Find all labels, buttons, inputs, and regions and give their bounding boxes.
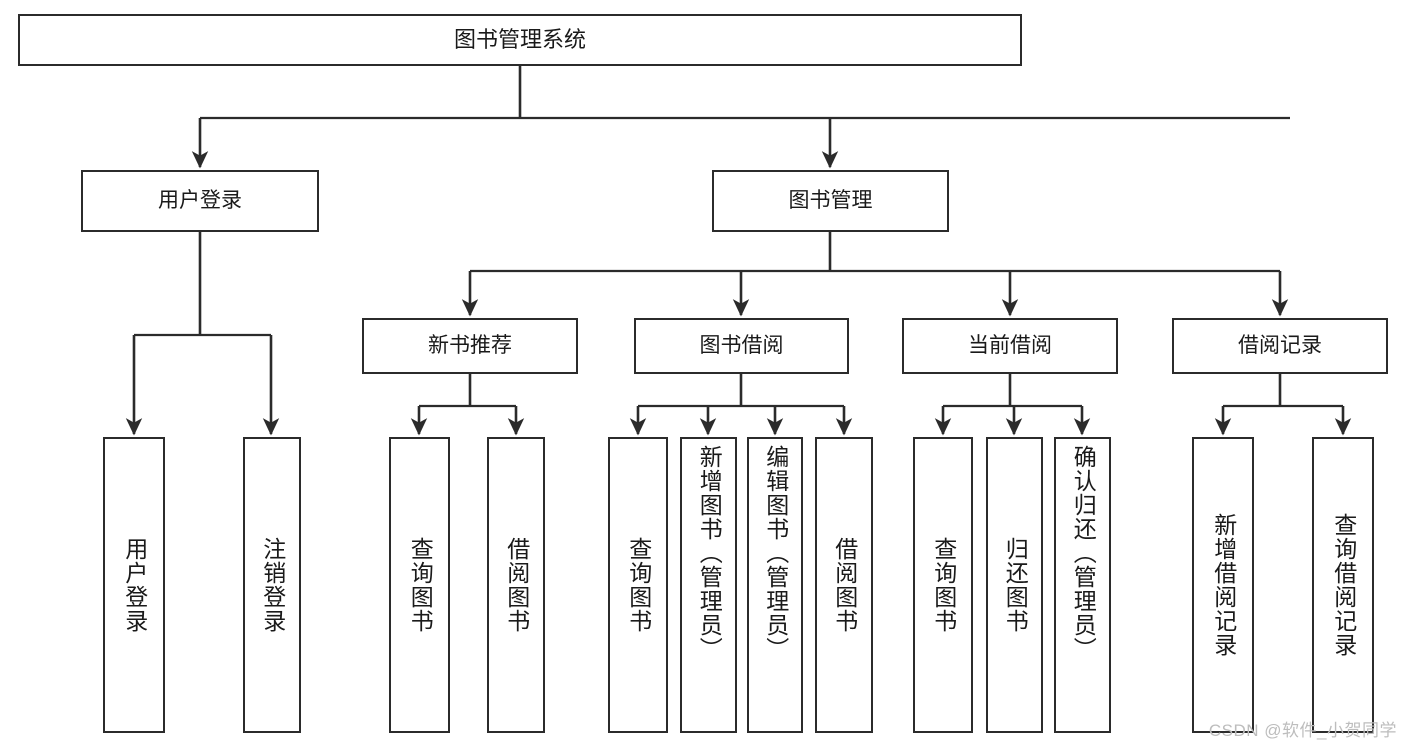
- node-leaf-query-book-1[interactable]: 查询图书: [389, 437, 450, 733]
- node-leaf-return-book[interactable]: 归还图书: [986, 437, 1043, 733]
- node-label: 图书管理系统: [453, 26, 586, 52]
- node-borrow-record[interactable]: 借阅记录: [1172, 318, 1388, 374]
- node-label: 编辑图书（管理员）: [762, 445, 789, 661]
- node-leaf-confirm-return-admin[interactable]: 确认归还（管理员）: [1054, 437, 1111, 733]
- node-leaf-query-book-2[interactable]: 查询图书: [608, 437, 668, 733]
- node-label: 图书管理: [788, 189, 873, 213]
- node-leaf-query-book-3[interactable]: 查询图书: [913, 437, 973, 733]
- node-label: 查询图书: [625, 537, 652, 633]
- node-label: 新增借阅记录: [1210, 513, 1237, 657]
- node-leaf-add-book-admin[interactable]: 新增图书（管理员）: [680, 437, 737, 733]
- node-label: 图书借阅: [699, 334, 784, 358]
- node-leaf-edit-book-admin[interactable]: 编辑图书（管理员）: [747, 437, 803, 733]
- node-label: 查询借阅记录: [1330, 513, 1357, 657]
- node-label: 归还图书: [1002, 537, 1029, 633]
- node-label: 借阅记录: [1238, 334, 1322, 358]
- node-root-system[interactable]: 图书管理系统: [18, 14, 1022, 66]
- node-label: 借阅图书: [503, 537, 530, 633]
- node-book-borrow[interactable]: 图书借阅: [634, 318, 849, 374]
- node-current-borrow[interactable]: 当前借阅: [902, 318, 1118, 374]
- node-leaf-query-borrow-record[interactable]: 查询借阅记录: [1312, 437, 1374, 733]
- node-label: 新增图书（管理员）: [696, 445, 723, 661]
- node-label: 新书推荐: [428, 334, 512, 358]
- node-user-login[interactable]: 用户登录: [81, 170, 319, 232]
- node-leaf-borrow-book-1[interactable]: 借阅图书: [487, 437, 545, 733]
- node-label: 查询图书: [407, 537, 434, 633]
- node-label: 用户登录: [121, 537, 148, 633]
- csdn-watermark: CSDN @软件_小贺同学: [1208, 721, 1397, 740]
- node-leaf-user-login[interactable]: 用户登录: [103, 437, 165, 733]
- node-label: 当前借阅: [968, 334, 1052, 358]
- node-leaf-add-borrow-record[interactable]: 新增借阅记录: [1192, 437, 1254, 733]
- node-leaf-borrow-book-2[interactable]: 借阅图书: [815, 437, 873, 733]
- node-book-manage[interactable]: 图书管理: [712, 170, 949, 232]
- node-label: 确认归还（管理员）: [1070, 445, 1097, 661]
- node-leaf-logout[interactable]: 注销登录: [243, 437, 301, 733]
- node-label: 查询图书: [930, 537, 957, 633]
- node-new-book-recommend[interactable]: 新书推荐: [362, 318, 578, 374]
- node-label: 借阅图书: [831, 537, 858, 633]
- node-label: 注销登录: [259, 537, 286, 633]
- node-label: 用户登录: [158, 189, 242, 213]
